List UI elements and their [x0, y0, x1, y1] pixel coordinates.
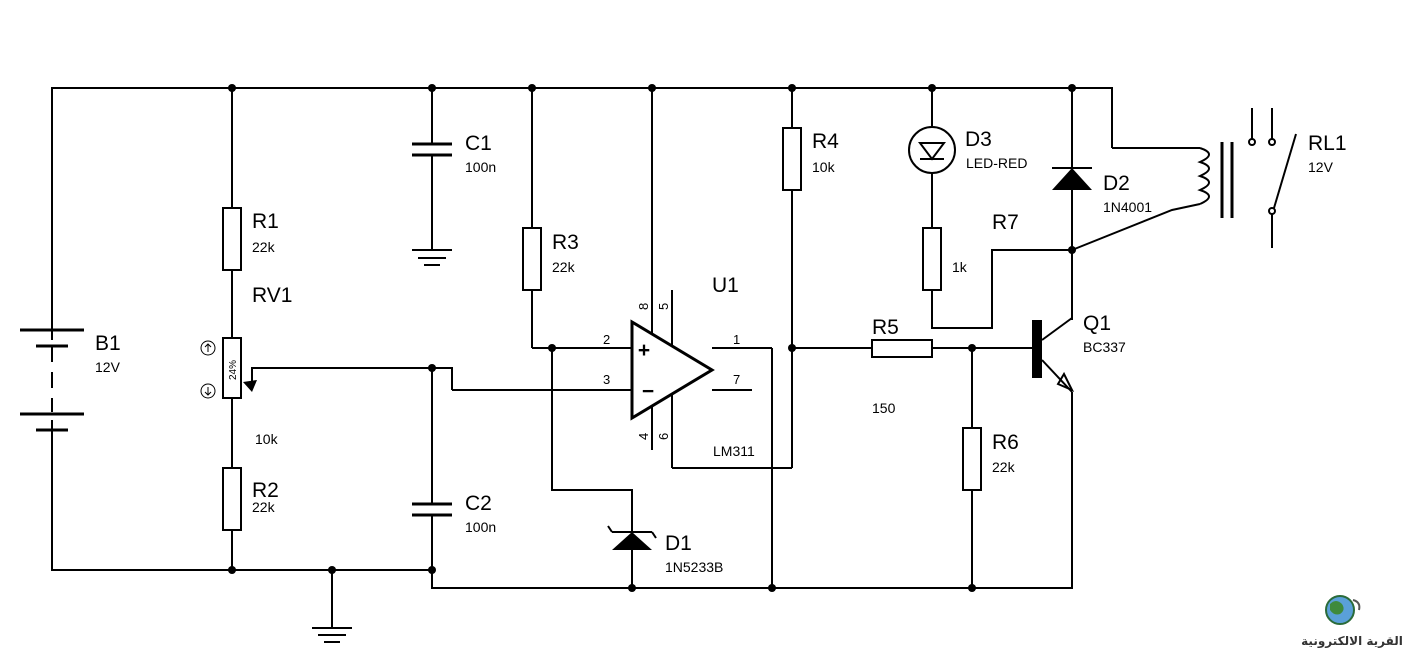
d3-ref-label: D3: [965, 128, 992, 151]
rv1-value-label: 10k: [255, 431, 279, 447]
d3-value-label: LED-RED: [966, 155, 1027, 171]
rl1-value-label: 12V: [1308, 159, 1334, 175]
transistor-q1: [1032, 317, 1075, 393]
zener-d1: [551, 348, 657, 588]
r5-value-label: 150: [872, 400, 896, 416]
rv1-wiper-percent: 24%: [228, 360, 239, 380]
capacitor-c2: [412, 368, 452, 588]
resistor-r6: [962, 427, 982, 491]
r6-value-label: 22k: [992, 459, 1016, 475]
led-d3: [908, 88, 1072, 329]
u1-pin5-label: 5: [656, 303, 671, 310]
b1-value-label: 12V: [95, 359, 121, 375]
rv1-down-arrow-icon[interactable]: [200, 383, 216, 399]
resistor-r4: [782, 127, 802, 191]
d1-ref-label: D1: [665, 532, 692, 555]
rv1-ref-label: RV1: [252, 284, 292, 307]
comparator-u1: [452, 88, 792, 588]
u1-value-label: LM311: [713, 443, 755, 459]
r2-value-label: 22k: [252, 499, 276, 515]
r1-value-label: 22k: [252, 239, 276, 255]
r3-value-label: 22k: [552, 259, 576, 275]
resistor-r1: [222, 207, 242, 271]
relay-rl1: [1071, 108, 1297, 251]
capacitor-c1: [412, 88, 452, 266]
u1-ref-label: U1: [712, 274, 739, 297]
diode-d2: [1052, 88, 1092, 320]
resistor-r7: [922, 227, 942, 291]
top-rail: [51, 87, 1113, 340]
u1-pin7-label: 7: [733, 372, 740, 387]
r3-ref-label: R3: [552, 231, 579, 254]
u1-pin1-label: 1: [733, 332, 740, 347]
c1-ref-label: C1: [465, 132, 492, 155]
resistor-r3: [522, 227, 542, 291]
u1-pin2-label: 2: [603, 332, 610, 347]
resistor-r2: [222, 467, 242, 531]
rv1-wiper: [243, 367, 453, 392]
u1-pin6-label: 6: [656, 433, 671, 440]
c2-ref-label: C2: [465, 492, 492, 515]
rl1-ref-label: RL1: [1308, 132, 1347, 155]
resistor-r6-net: [962, 348, 982, 588]
site-logo: القرية الالكترونية: [1301, 595, 1403, 649]
c1-value-label: 100n: [465, 159, 496, 175]
u1-plus-sign: +: [638, 339, 650, 362]
r2-ref-label: R2: [252, 479, 279, 502]
q1-value-label: BC337: [1083, 339, 1126, 355]
battery-b1: [20, 328, 84, 432]
r4-ref-label: R4: [812, 130, 839, 153]
r5-ref-label: R5: [872, 316, 899, 339]
junction-dots: [228, 84, 1076, 592]
resistor-r3-net: [522, 88, 632, 349]
r6-ref-label: R6: [992, 431, 1019, 454]
resistor-r5-net: [792, 339, 1032, 358]
c2-value-label: 100n: [465, 519, 496, 535]
resistor-r4-net: [782, 88, 802, 468]
rv1-up-arrow-icon[interactable]: [200, 340, 216, 356]
resistor-r5: [871, 339, 933, 358]
ground-symbol-main: [312, 570, 352, 643]
b1-ref-label: B1: [95, 332, 121, 355]
d2-value-label: 1N4001: [1103, 199, 1152, 215]
r4-value-label: 10k: [812, 159, 836, 175]
divider-chain: [222, 88, 242, 570]
r7-ref-label: R7: [992, 211, 1019, 234]
d2-ref-label: D2: [1103, 172, 1130, 195]
d1-value-label: 1N5233B: [665, 559, 723, 575]
u1-minus-sign: −: [642, 380, 654, 403]
r7-value-label: 1k: [952, 259, 968, 275]
u1-pin4-label: 4: [636, 433, 651, 440]
q1-ref-label: Q1: [1083, 312, 1111, 335]
u1-pin3-label: 3: [603, 372, 610, 387]
logo-text: القرية الالكترونية: [1301, 634, 1403, 649]
r1-ref-label: R1: [252, 210, 279, 233]
u1-pin8-label: 8: [636, 303, 651, 310]
